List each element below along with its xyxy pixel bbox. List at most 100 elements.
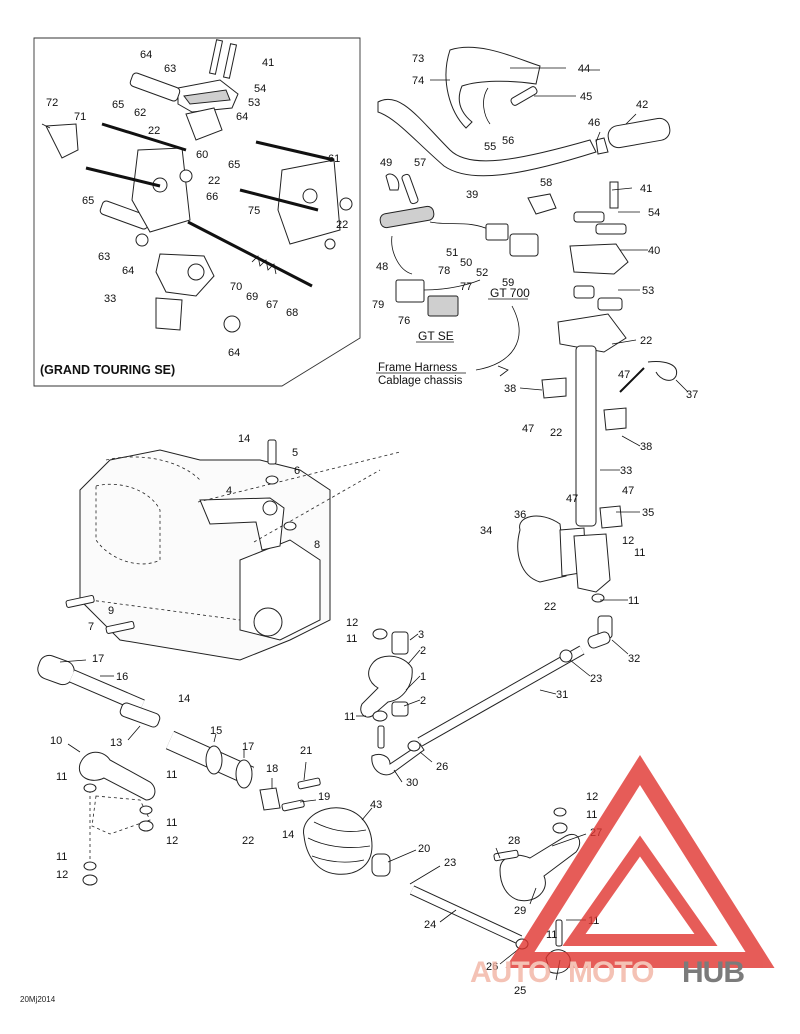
callout-22c: 22: [544, 601, 556, 613]
callout-26a: 26: [436, 761, 448, 773]
watermark-hub: HUB: [682, 956, 744, 989]
inset-callout: 64: [228, 347, 240, 359]
callout-2b: 2: [420, 695, 426, 707]
inset-callout: 54: [254, 83, 266, 95]
callout-47c: 47: [566, 493, 578, 505]
watermark-auto: AUTO: [470, 956, 551, 989]
inset-callout: 64: [140, 49, 152, 61]
callout-50: 50: [460, 257, 472, 269]
inset-callout: 33: [104, 293, 116, 305]
inset-callout: 68: [286, 307, 298, 319]
chassis-frame: [65, 439, 401, 661]
inset-callout: 41: [262, 57, 274, 69]
callout-29: 29: [514, 905, 526, 917]
inset-callout: 72: [46, 97, 58, 109]
callout-48: 48: [376, 261, 388, 273]
callout-4: 4: [226, 485, 232, 497]
callout-3: 3: [418, 629, 424, 641]
callout-26b: 26: [486, 961, 498, 973]
inset-callout: 75: [248, 205, 260, 217]
callout-32: 32: [628, 653, 640, 665]
callout-33: 33: [620, 465, 632, 477]
inset-caption: (GRAND TOURING SE): [40, 363, 175, 377]
inset-callout: 22: [148, 125, 160, 137]
inset-callout: 69: [246, 291, 258, 303]
callout-40: 40: [648, 245, 660, 257]
callout-2a: 2: [420, 645, 426, 657]
inset-callout: 62: [134, 107, 146, 119]
callout-18: 18: [266, 763, 278, 775]
inset-callout: 53: [248, 97, 260, 109]
inset-callout: 22: [208, 175, 220, 187]
footer-code: 20Mj2014: [20, 995, 56, 1004]
callout-53: 53: [642, 285, 654, 297]
callout-42: 42: [636, 99, 648, 111]
gt700-label: GT 700: [490, 286, 530, 300]
callout-20: 20: [418, 843, 430, 855]
callout-5: 5: [292, 447, 298, 459]
inset-callout: 66: [206, 191, 218, 203]
inset-callout: 70: [230, 281, 242, 293]
callout-23a: 23: [590, 673, 602, 685]
inset-callout: 22: [336, 219, 348, 231]
steering-column: [517, 181, 678, 639]
callout-34: 34: [480, 525, 492, 537]
callout-47b: 47: [522, 423, 534, 435]
harness-assembly: [379, 173, 539, 317]
callout-52: 52: [476, 267, 488, 279]
callout-8: 8: [314, 539, 320, 551]
callout-37: 37: [686, 389, 698, 401]
callout-44: 44: [578, 63, 590, 75]
callout-21: 21: [300, 745, 312, 757]
gtse-label: GT SE: [418, 329, 454, 343]
watermark-logo: AUTO MOTO HUB: [470, 755, 775, 989]
frame-harness-label-fr: Cablage chassis: [378, 375, 463, 387]
callout-51: 51: [446, 247, 458, 259]
steering-linkage: [37, 628, 611, 974]
callout-41: 41: [640, 183, 652, 195]
inset-callout: 65: [112, 99, 124, 111]
callout-22a: 22: [640, 335, 652, 347]
callout-11c: 11: [346, 633, 357, 645]
callout-24: 24: [424, 919, 436, 931]
callout-56: 56: [502, 135, 514, 147]
callout-22d: 22: [242, 835, 254, 847]
callout-14c: 14: [282, 829, 294, 841]
callout-22b: 22: [550, 427, 562, 439]
callout-11h: 11: [56, 851, 67, 863]
callout-11b: 11: [628, 595, 639, 607]
callout-11k: 11: [546, 929, 557, 941]
callout-30: 30: [406, 777, 418, 789]
inset-callout: 64: [236, 111, 248, 123]
callout-16: 16: [116, 671, 128, 683]
callout-38b: 38: [640, 441, 652, 453]
callout-57: 57: [414, 157, 426, 169]
inset-callout: 63: [164, 63, 176, 75]
callout-77: 77: [460, 281, 472, 293]
callout-43: 43: [370, 799, 382, 811]
callout-11a: 11: [634, 547, 645, 559]
callout-12b: 12: [346, 617, 358, 629]
callout-11e: 11: [56, 771, 67, 783]
callout-36: 36: [514, 509, 526, 521]
callout-19: 19: [318, 791, 330, 803]
callout-9: 9: [108, 605, 114, 617]
callout-39: 39: [466, 189, 478, 201]
callout-7: 7: [88, 621, 94, 633]
callout-28: 28: [508, 835, 520, 847]
inset-callout: 61: [328, 153, 340, 165]
callout-73: 73: [412, 53, 424, 65]
callout-46: 46: [588, 117, 600, 129]
inset-bolt-41: [208, 39, 238, 79]
callout-6: 6: [294, 465, 300, 477]
inset-callout: 64: [122, 265, 134, 277]
callout-1: 1: [420, 671, 426, 683]
callout-78: 78: [438, 265, 450, 277]
inset-grand-touring-se: (GRAND TOURING SE): [33, 37, 361, 387]
callout-10: 10: [50, 735, 62, 747]
inset-callout: 71: [74, 111, 86, 123]
callout-11f: 11: [166, 769, 177, 781]
callout-76: 76: [398, 315, 410, 327]
callout-11i: 11: [586, 809, 597, 821]
